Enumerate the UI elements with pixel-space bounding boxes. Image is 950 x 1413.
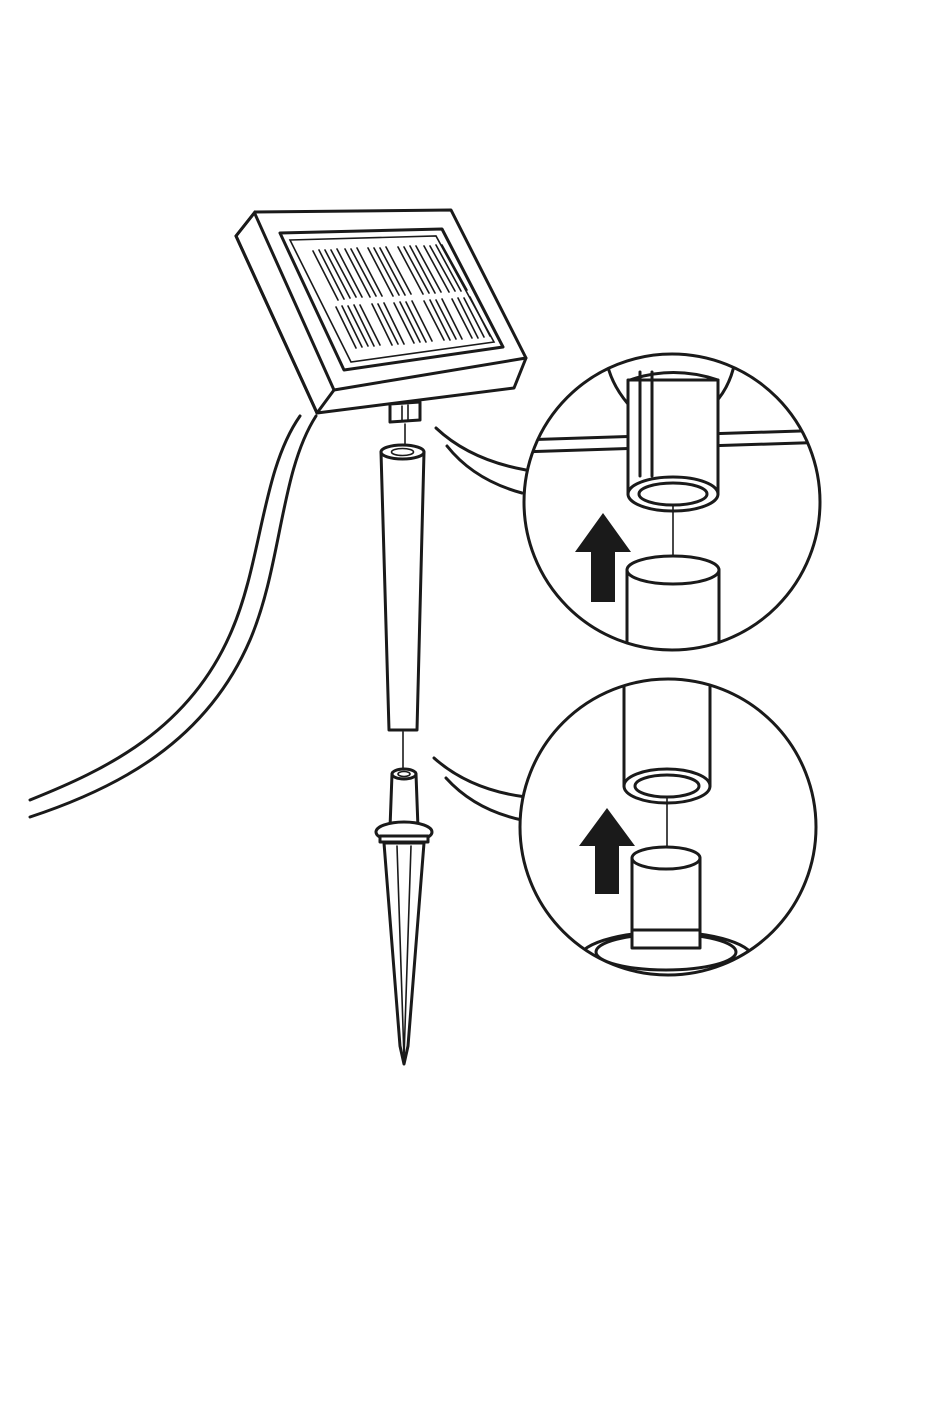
cable: [30, 416, 316, 817]
detail-panel-to-pole: [436, 354, 830, 660]
upper-pole: [381, 445, 424, 730]
detail-pole-to-spike: [434, 670, 816, 988]
solar-panel: [236, 210, 526, 413]
ground-spike: [376, 769, 432, 1064]
panel-connector: [390, 402, 420, 422]
